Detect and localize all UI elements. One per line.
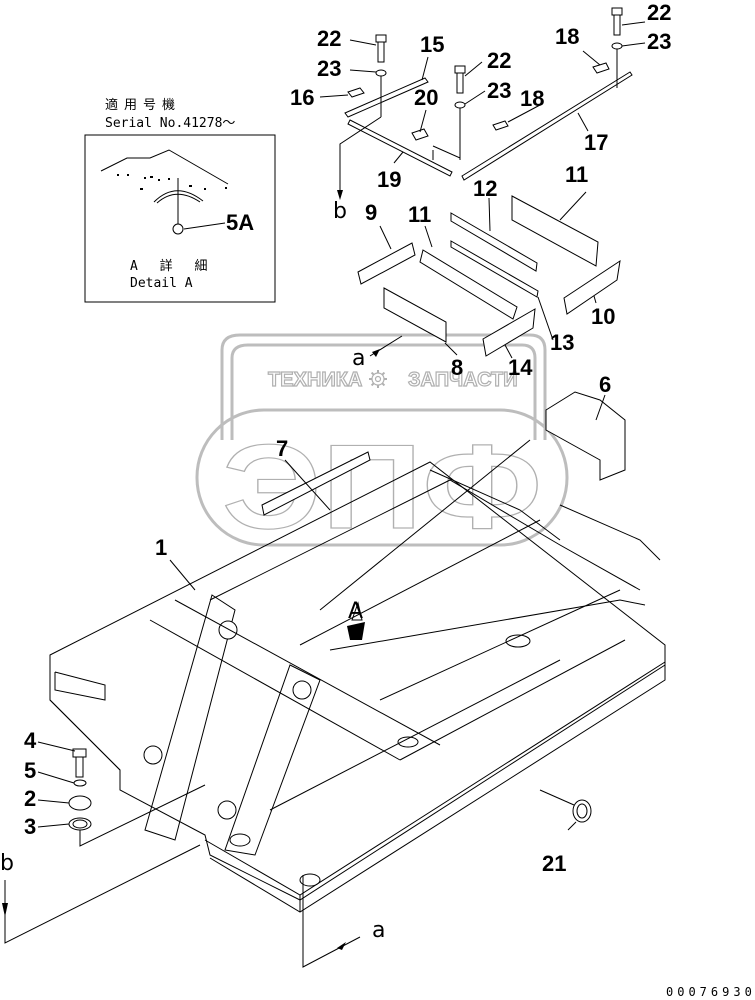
watermark-text-right: ЗАПЧАСТИ <box>408 369 518 391</box>
block-14 <box>482 308 536 357</box>
callout-2: 2 <box>24 786 36 811</box>
detail-a-marker: A <box>348 599 363 624</box>
callout-6: 6 <box>599 372 611 397</box>
callout-1: 1 <box>155 535 167 560</box>
view-arrow-a-bottom: a <box>372 918 385 943</box>
shim-18a <box>492 120 509 131</box>
step <box>54 671 106 701</box>
boom-pin-hole-1 <box>218 620 238 640</box>
callout-15: 15 <box>420 32 444 57</box>
watermark-top-frame <box>220 333 547 440</box>
inset-frame <box>84 134 276 303</box>
view-arrow-b-bottom: b <box>0 851 14 876</box>
gear-icon <box>369 370 387 388</box>
block-13 <box>450 240 539 298</box>
block-9 <box>357 242 416 285</box>
block-10 <box>563 259 621 315</box>
watermark-big-letters: ЭПФ <box>222 420 542 554</box>
block-8 <box>383 287 447 343</box>
callout-23: 23 <box>317 56 341 81</box>
bolt-22a <box>375 34 387 63</box>
serial-number-label: Serial No.41278～ <box>105 116 235 131</box>
shim-18b <box>592 62 610 74</box>
frame-outline <box>49 461 666 901</box>
block-11a <box>511 195 599 267</box>
inset-bolt <box>172 223 184 235</box>
callout-8: 8 <box>451 355 463 380</box>
weight-6 <box>545 391 626 481</box>
cyl-pin-hole-1 <box>143 745 163 765</box>
plate-17 <box>461 71 633 181</box>
callout-19: 19 <box>377 167 401 192</box>
revolving-frame: A b a <box>0 461 666 968</box>
boom-pin-hole-2 <box>292 680 312 700</box>
cyl-pin-hole-2 <box>217 800 237 820</box>
callout-3: 3 <box>24 814 36 839</box>
plate-15 <box>344 77 429 118</box>
detail-a-arrow <box>347 622 365 640</box>
callout-23: 23 <box>647 29 671 54</box>
callout-5: 5 <box>24 758 36 783</box>
callout-14: 14 <box>508 355 533 380</box>
bolt-22c <box>611 7 623 36</box>
callout-5a: 5A <box>226 210 254 235</box>
detail-label-en: Detail A <box>130 276 193 291</box>
shim-16 <box>347 87 365 98</box>
callouts: 22 23 15 16 20 22 23 18 19 18 22 23 17 1… <box>24 0 671 876</box>
washer-5 <box>73 779 87 787</box>
callout-22: 22 <box>647 0 671 25</box>
callout-23: 23 <box>487 78 511 103</box>
weight-blocks: a <box>261 195 626 516</box>
washer-23a <box>375 69 387 77</box>
callout-9: 9 <box>365 200 377 225</box>
cap-2 <box>68 795 92 811</box>
bolt-22b <box>454 65 466 94</box>
callout-11: 11 <box>408 202 431 227</box>
callout-18: 18 <box>555 24 579 49</box>
view-arrow-b-top: b <box>333 199 347 224</box>
bar-7 <box>261 451 371 516</box>
drawing-number: 00076930 <box>666 985 755 999</box>
washer-23c <box>611 42 623 50</box>
watermark-top-frame-inner <box>230 343 537 440</box>
view-arrow-a-top: a <box>352 346 365 371</box>
callout-18: 18 <box>520 86 544 111</box>
watermark-pill <box>195 408 569 547</box>
callout-12: 12 <box>473 176 497 201</box>
leader-lines <box>37 21 646 831</box>
inset-outline <box>100 149 229 185</box>
watermark: ТЕХНИКА ЗАПЧАСТИ ЭПФ <box>195 333 569 555</box>
callout-4: 4 <box>24 728 37 753</box>
block-11b <box>419 249 518 320</box>
block-12 <box>450 212 538 272</box>
boom-bracket-right <box>224 664 321 856</box>
callout-13: 13 <box>550 330 574 355</box>
washer-23b <box>454 101 466 109</box>
plate-19 <box>347 119 453 177</box>
cover-plates: b <box>333 7 633 224</box>
callout-7: 7 <box>276 436 288 461</box>
inset-arc-inner <box>156 193 201 204</box>
detail-label-jp: A 詳 細 <box>130 258 214 274</box>
callout-20: 20 <box>414 85 438 110</box>
callout-21: 21 <box>542 851 566 876</box>
callout-16: 16 <box>290 85 314 110</box>
applicability-label: 適用号機 <box>105 97 181 113</box>
detail-a-inset: 適用号機 Serial No.41278～ 5A A 詳 細 Detail A <box>84 97 276 303</box>
leader-5a <box>183 222 226 230</box>
callout-11: 11 <box>565 162 588 187</box>
callout-17: 17 <box>584 130 608 155</box>
grommet-21 <box>572 799 592 823</box>
callout-22: 22 <box>317 26 341 51</box>
callout-10: 10 <box>591 304 615 329</box>
inset-arc <box>153 190 204 203</box>
boom-bracket-left <box>144 594 236 841</box>
watermark-text-left: ТЕХНИКА <box>268 369 362 391</box>
callout-22: 22 <box>487 48 511 73</box>
bolt-4 <box>72 748 87 778</box>
